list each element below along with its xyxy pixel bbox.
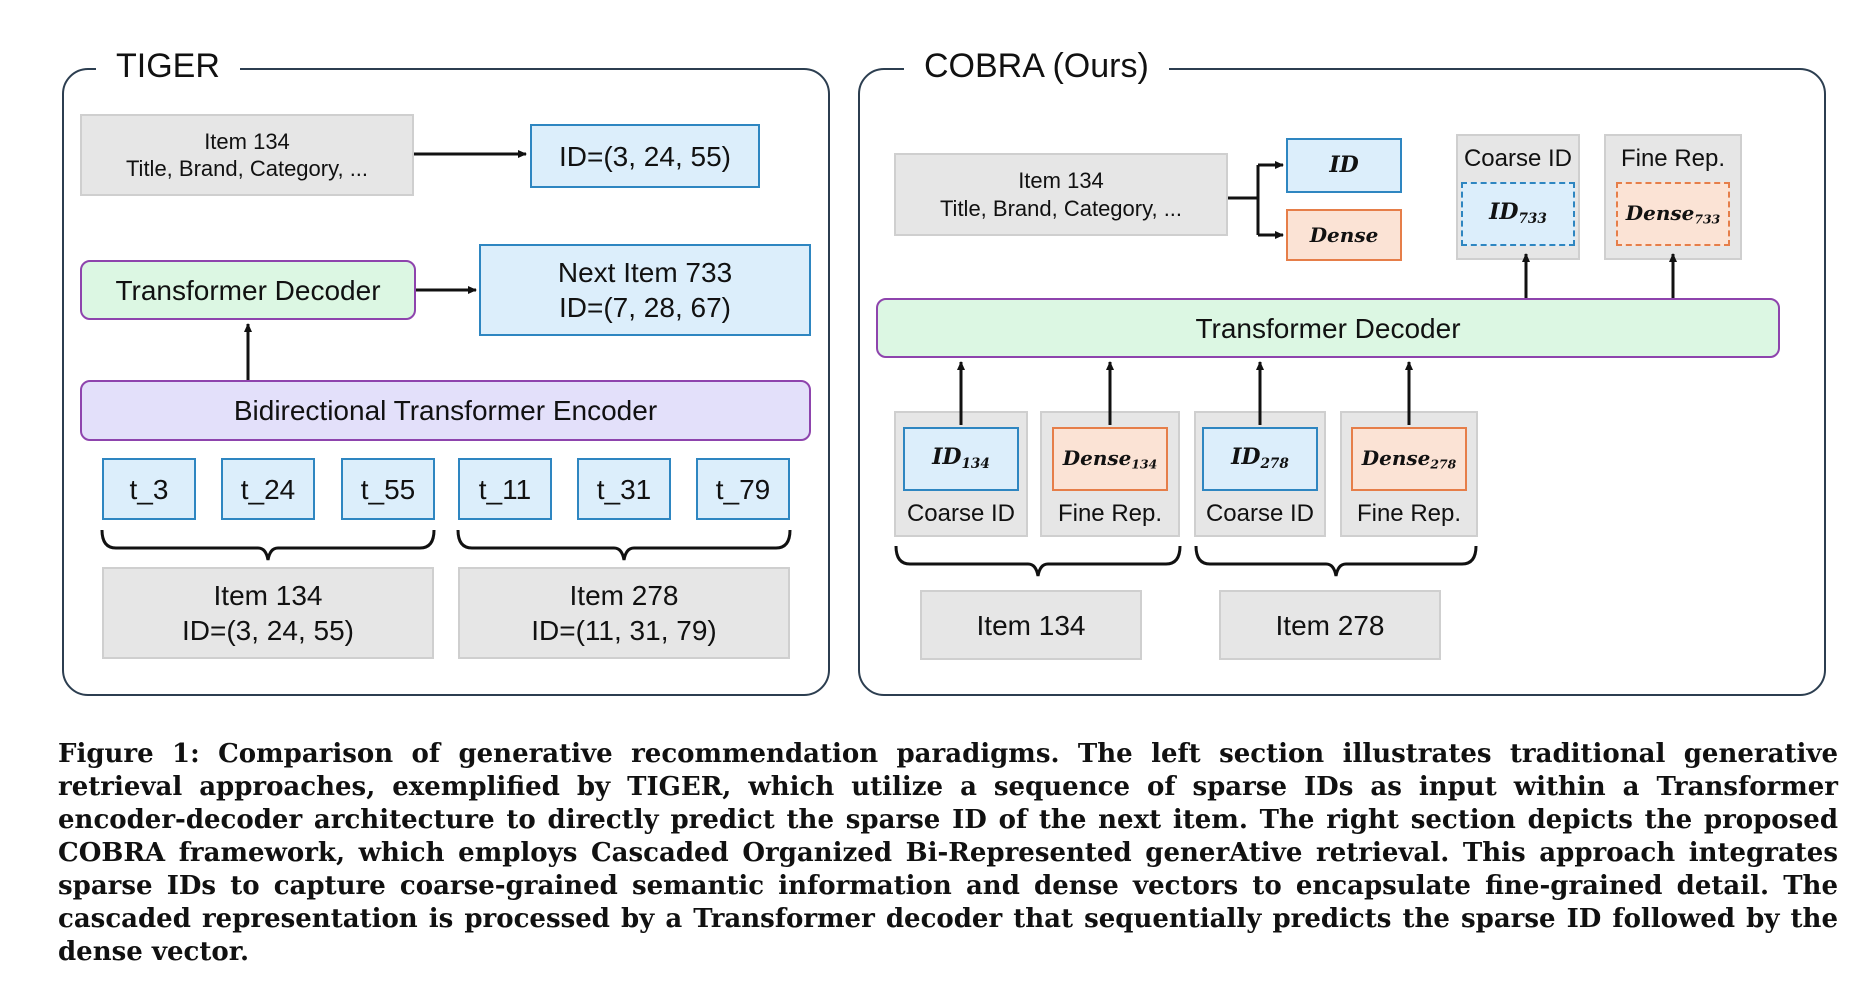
tiger-token: t_31 [577,458,671,520]
cobra-out-coarse-group: Coarse ID ID733 [1456,134,1580,260]
tiger-group2-box: Item 278 ID=(11, 31, 79) [458,567,790,659]
cobra-in-dense-box: Dense278 [1351,427,1467,491]
tiger-item-line1: Item 134 [204,128,290,154]
cobra-in-group: ID278 Coarse ID [1194,411,1326,537]
cobra-in-group: Dense278 Fine Rep. [1340,411,1478,537]
arrow-item-split [1228,165,1260,235]
cobra-group1-box: Item 134 [920,590,1142,660]
cobra-in-dense-sub: 278 [1430,456,1457,472]
tiger-encoder-box: Bidirectional Transformer Encoder [80,380,811,441]
figure-caption: Figure 1: Comparison of generative recom… [58,739,1838,967]
cobra-in-dense-box: Dense134 [1052,427,1168,491]
cobra-in-dense-sub: 134 [1131,456,1158,472]
tiger-next-item-box: Next Item 733 ID=(7, 28, 67) [479,244,811,336]
cobra-id-box: ID [1286,138,1402,193]
cobra-in-id-sub: 278 [1260,456,1289,473]
cobra-in-id-box: ID278 [1202,427,1318,491]
cobra-decoder-box: Transformer Decoder [876,298,1780,358]
cobra-in-fine-label: Fine Rep. [1356,500,1462,527]
cobra-out-fine-label: Fine Rep. [1620,145,1726,172]
cobra-in-id-base: ID [932,444,962,471]
cobra-out-id-sub: 733 [1518,211,1547,228]
cobra-out-dense-box: Dense733 [1616,182,1730,246]
cobra-item-box: Item 134 Title, Brand, Category, ... [894,153,1228,236]
cobra-out-id-base: ID [1489,199,1519,226]
tiger-title: TIGER [96,45,240,87]
cobra-out-fine-group: Fine Rep. Dense733 [1604,134,1742,260]
tiger-item-line2: Title, Brand, Category, ... [125,156,369,181]
cobra-in-coarse-label: Coarse ID [906,500,1016,527]
cobra-out-dense-base: Dense [1625,200,1695,225]
cobra-in-id-base: ID [1231,444,1261,471]
tiger-next-line1: Next Item 733 [557,257,733,288]
tiger-token: t_24 [221,458,315,520]
cobra-in-coarse-label: Coarse ID [1205,500,1315,527]
tiger-token: t_79 [696,458,790,520]
tiger-item-id-box: ID=(3, 24, 55) [530,124,760,188]
tiger-group1-box: Item 134 ID=(3, 24, 55) [102,567,434,659]
cobra-in-dense-base: Dense [1361,445,1431,470]
brace-tiger-group1 [100,529,436,561]
brace-tiger-group2 [456,529,792,561]
tiger-group2-line2: ID=(11, 31, 79) [531,615,717,646]
tiger-group1-line1: Item 134 [213,580,323,611]
cobra-out-id-box: ID733 [1461,182,1575,246]
cobra-dense-box: Dense [1286,209,1402,261]
cobra-out-dense-sub: 733 [1694,211,1721,227]
tiger-token: t_55 [341,458,435,520]
cobra-out-coarse-label: Coarse ID [1463,145,1573,172]
brace-cobra-group1 [894,545,1182,577]
cobra-in-group: Dense134 Fine Rep. [1040,411,1180,537]
tiger-token: t_3 [102,458,196,520]
tiger-token: t_11 [458,458,552,520]
cobra-group2-box: Item 278 [1219,590,1441,660]
cobra-in-id-box: ID134 [903,427,1019,491]
cobra-in-fine-label: Fine Rep. [1057,500,1163,527]
cobra-in-group: ID134 Coarse ID [894,411,1028,537]
cobra-item-line1: Item 134 [1018,168,1104,193]
tiger-item-box: Item 134 Title, Brand, Category, ... [80,114,414,196]
tiger-decoder-box: Transformer Decoder [80,260,416,320]
tiger-next-line2: ID=(7, 28, 67) [559,292,731,323]
cobra-in-id-sub: 134 [961,456,990,473]
tiger-group2-line1: Item 278 [569,580,679,611]
cobra-in-dense-base: Dense [1062,445,1132,470]
cobra-title: COBRA (Ours) [904,45,1169,87]
tiger-group1-line2: ID=(3, 24, 55) [182,615,354,646]
brace-cobra-group2 [1194,545,1478,577]
cobra-item-line2: Title, Brand, Category, ... [939,195,1183,221]
